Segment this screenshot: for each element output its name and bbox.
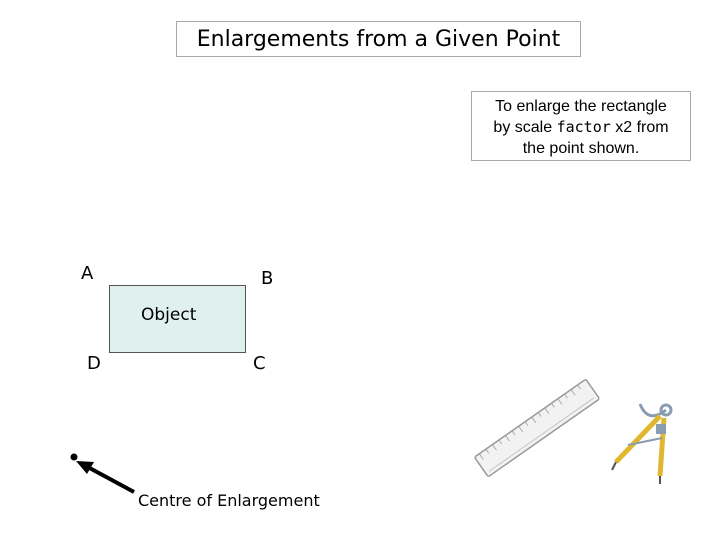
instruction-line-3: the point shown. (522, 140, 640, 157)
page-title: Enlargements from a Given Point (176, 21, 581, 57)
object-rectangle[interactable] (109, 285, 246, 353)
instruction-line-2: by scale factor x2 from (493, 118, 669, 136)
compass-icon (611, 403, 673, 484)
ruler-icon (474, 379, 600, 477)
centre-point[interactable] (70, 453, 78, 461)
centre-of-enlargement-label: Centre of Enlargement (138, 491, 320, 510)
object-label: Object (141, 305, 197, 325)
centre-arrow (76, 461, 135, 494)
vertex-label-c: C (253, 353, 266, 374)
instruction-line-1: To enlarge the rectangle (495, 98, 667, 115)
vertex-label-a: A (81, 263, 94, 284)
instruction-box: To enlarge the rectangle by scale factor… (471, 91, 691, 161)
vertex-label-d: D (87, 353, 101, 374)
vertex-label-b: B (261, 268, 274, 289)
